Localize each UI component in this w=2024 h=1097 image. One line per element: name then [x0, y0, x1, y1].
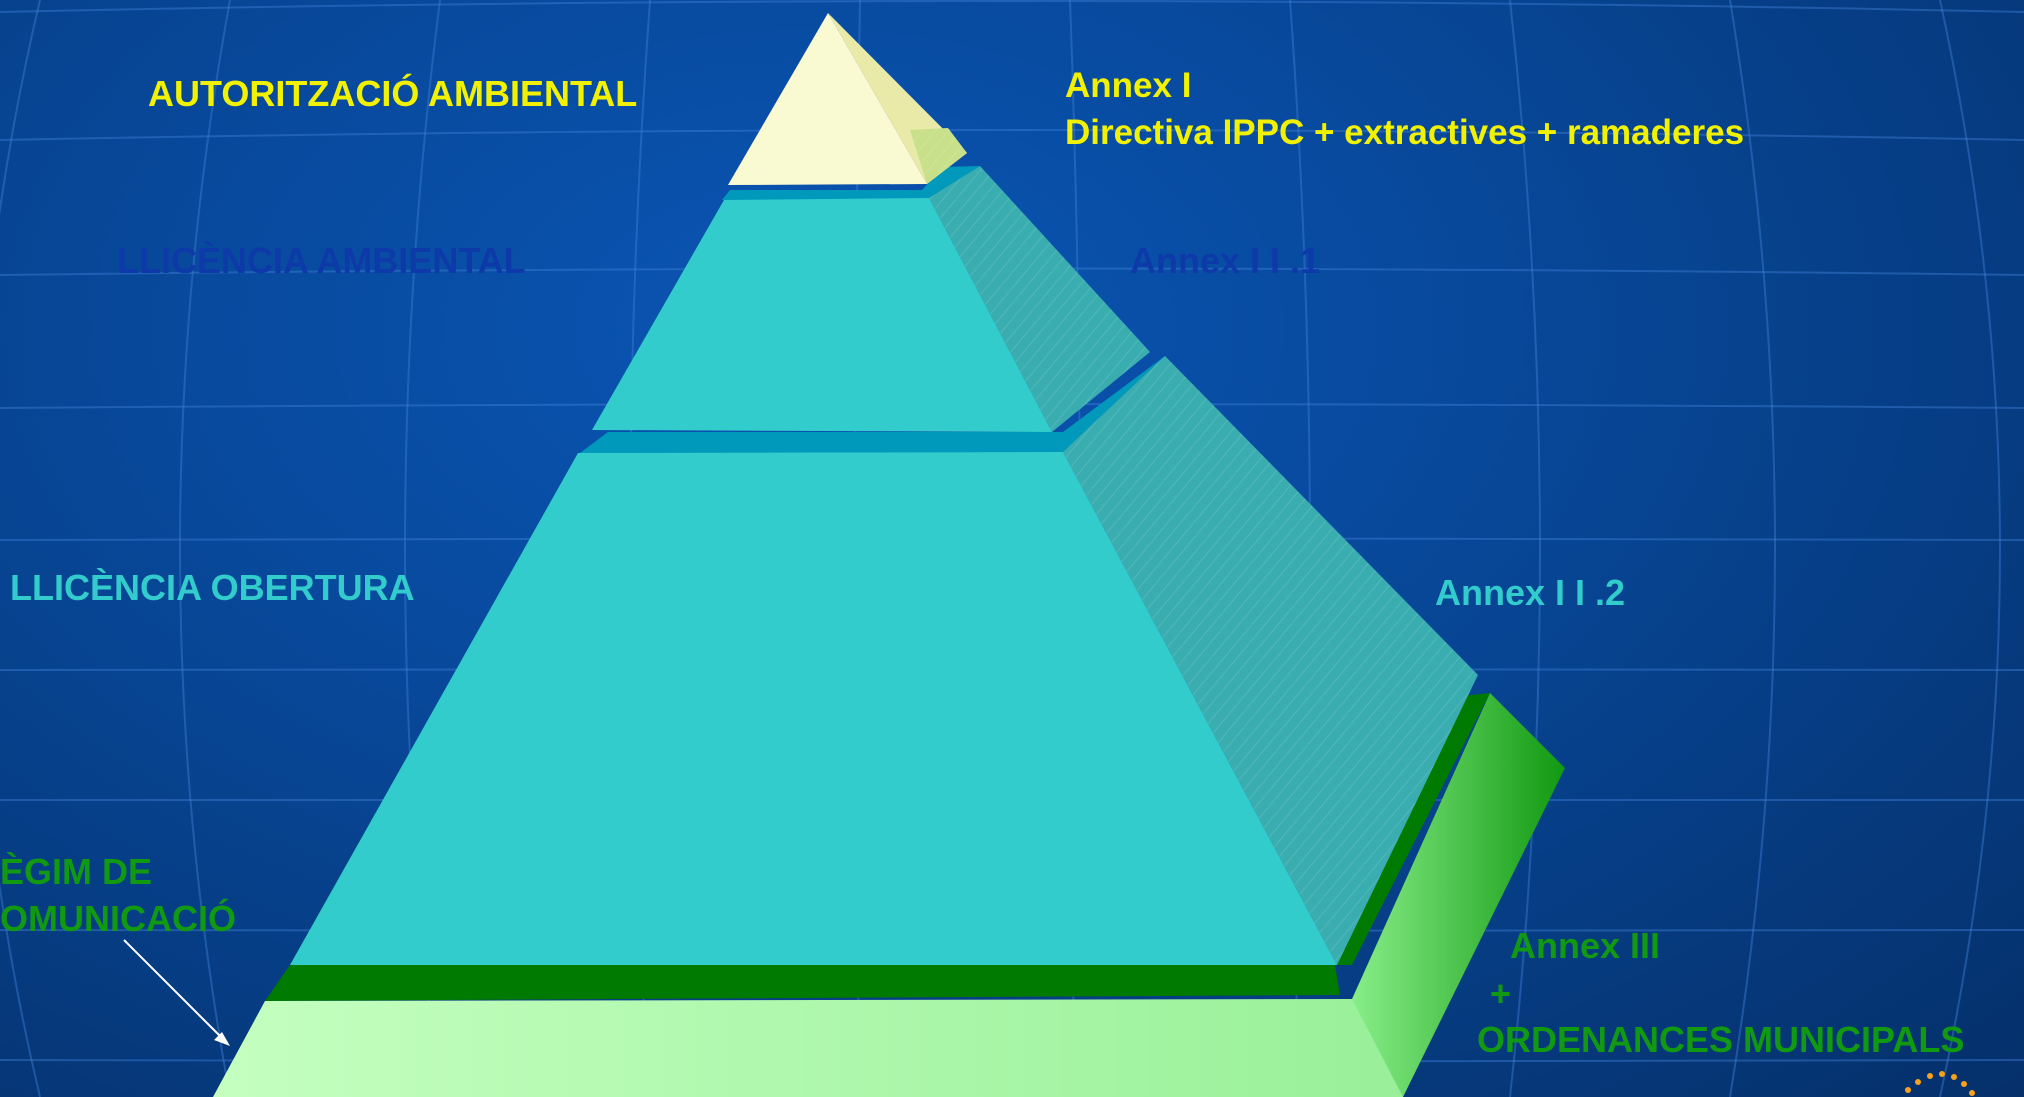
apex-front — [728, 13, 927, 185]
large-tier-ledge-band — [580, 356, 1165, 453]
label-plus: + — [1490, 973, 1512, 1014]
label-autoritzacio: AUTORITZACIÓ AMBIENTAL — [148, 73, 638, 114]
label-annex2-2: Annex I I .2 — [1435, 572, 1626, 613]
label-llicencia-ambiental: LLICÈNCIA AMBIENTAL — [117, 240, 526, 281]
label-annex2-1: Annex I I .1 — [1130, 240, 1321, 281]
apex-tier — [728, 13, 967, 185]
label-annex3: Annex III — [1510, 925, 1661, 966]
base-side — [1352, 693, 1565, 1097]
base-tier — [213, 693, 1565, 1097]
middle-tier-ledge — [722, 166, 980, 200]
logo-dots-icon — [1905, 1071, 1975, 1096]
label-llicencia-obertura: LLICÈNCIA OBERTURA — [10, 567, 415, 608]
label-ordenances: ORDENANCES MUNICIPALS — [1477, 1019, 1965, 1060]
label-annex1-desc: Directiva IPPC + extractives + ramaderes — [1065, 113, 1745, 152]
label-annex1-title: Annex I — [1065, 66, 1192, 105]
pointer-arrow — [123, 939, 230, 1046]
label-regim-line2: OMUNICACIÓ — [0, 898, 236, 939]
large-tier — [290, 356, 1478, 965]
base-ledge-top — [265, 965, 1340, 1001]
base-front — [213, 999, 1403, 1097]
middle-tier-front — [592, 198, 1052, 432]
middle-tier — [592, 166, 1150, 432]
large-tier-front — [290, 452, 1337, 965]
label-regim-line1: ÈGIM DE — [0, 851, 153, 892]
